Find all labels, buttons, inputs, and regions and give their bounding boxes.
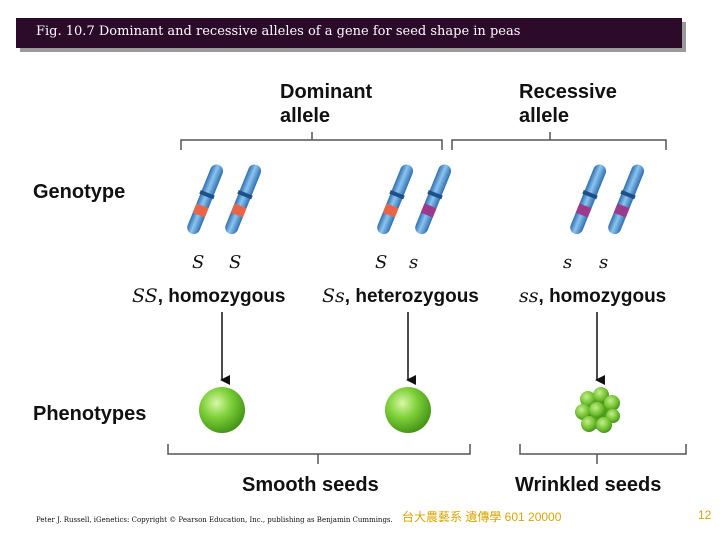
allele-label-3-left: s bbox=[563, 252, 573, 273]
wrinkled-bracket bbox=[519, 444, 687, 464]
dominant-header-line1: Dominant bbox=[280, 81, 373, 103]
smooth-seed-2 bbox=[385, 387, 431, 433]
copyright-credit: Peter J. Russell, iGenetics: Copyright ©… bbox=[36, 516, 393, 524]
phenotypes-label: Phenotypes bbox=[33, 403, 147, 425]
allele-label-1-right: S bbox=[229, 252, 242, 273]
genotype-separator: , bbox=[157, 286, 169, 307]
wrinkled-seeds-label: Wrinkled seeds bbox=[515, 474, 662, 496]
wrinkled-seed bbox=[575, 387, 620, 433]
course-footer: 台大農藝系 遺傳學 601 20000 bbox=[402, 510, 562, 524]
genotype-description: homozygous bbox=[168, 286, 286, 307]
genotype-symbol: Ss bbox=[322, 285, 345, 307]
genotype-symbol: ss bbox=[519, 285, 539, 307]
genotype-separator: , bbox=[538, 286, 550, 307]
dominant-header-line2: allele bbox=[280, 105, 331, 127]
allele-label-3-right: s bbox=[599, 252, 609, 273]
allele-label-1-left: S bbox=[192, 252, 205, 273]
chromosome-pair-ss-recessive bbox=[567, 162, 647, 237]
genotype-ss-homozygous: SS, homozygous bbox=[132, 285, 285, 308]
genotype-separator: , bbox=[344, 286, 356, 307]
allele-label-2-right: s bbox=[409, 252, 419, 273]
genotype-ss-heterozygous: Ss, heterozygous bbox=[322, 285, 479, 308]
genotype-label: Genotype bbox=[33, 181, 126, 203]
genotype-description: heterozygous bbox=[355, 286, 479, 307]
genotype-symbol: SS bbox=[132, 285, 158, 307]
page-number: 12 bbox=[698, 508, 712, 522]
chromosome-pair-ss bbox=[184, 162, 264, 237]
dominant-allele-header: Dominant allele bbox=[280, 80, 372, 128]
figure-title: Fig. 10.7 Dominant and recessive alleles… bbox=[36, 24, 521, 39]
genotype-description: homozygous bbox=[549, 286, 667, 307]
genotype-ss-recessive-homozygous: ss, homozygous bbox=[519, 285, 666, 308]
recessive-bracket bbox=[451, 132, 667, 150]
chromosome-pair-ss-hetero bbox=[374, 162, 454, 237]
recessive-header-line2: allele bbox=[519, 105, 570, 127]
smooth-seeds-label: Smooth seeds bbox=[242, 474, 379, 496]
allele-label-2-left: S bbox=[375, 252, 388, 273]
smooth-seed-1 bbox=[199, 387, 245, 433]
title-bar: Fig. 10.7 Dominant and recessive alleles… bbox=[16, 18, 682, 48]
smooth-bracket bbox=[167, 444, 471, 464]
recessive-allele-header: Recessive allele bbox=[519, 80, 617, 128]
dominant-bracket bbox=[180, 132, 443, 150]
recessive-header-line1: Recessive bbox=[519, 81, 617, 103]
